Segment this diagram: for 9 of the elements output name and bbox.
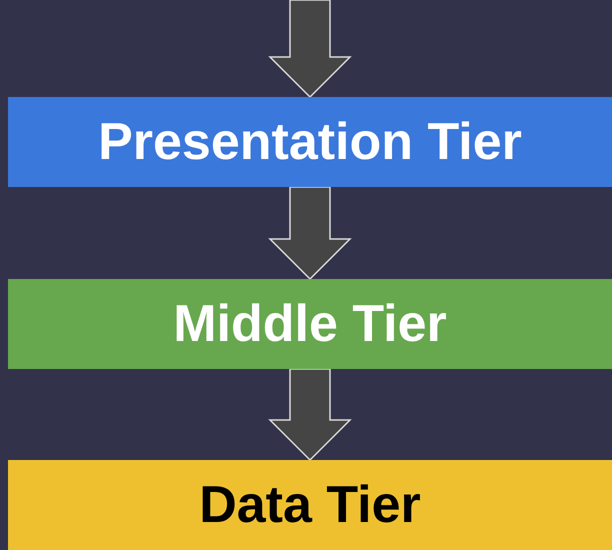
block-arrow bbox=[268, 186, 352, 280]
tier-label: Data Tier bbox=[199, 479, 421, 531]
block-arrow bbox=[268, 0, 352, 98]
tier-box bbox=[8, 97, 612, 187]
tier-box bbox=[8, 460, 612, 550]
tier-box bbox=[8, 279, 612, 369]
tier-label: Middle Tier bbox=[173, 298, 447, 350]
tier-label: Presentation Tier bbox=[98, 116, 522, 168]
block-arrow bbox=[268, 368, 352, 462]
